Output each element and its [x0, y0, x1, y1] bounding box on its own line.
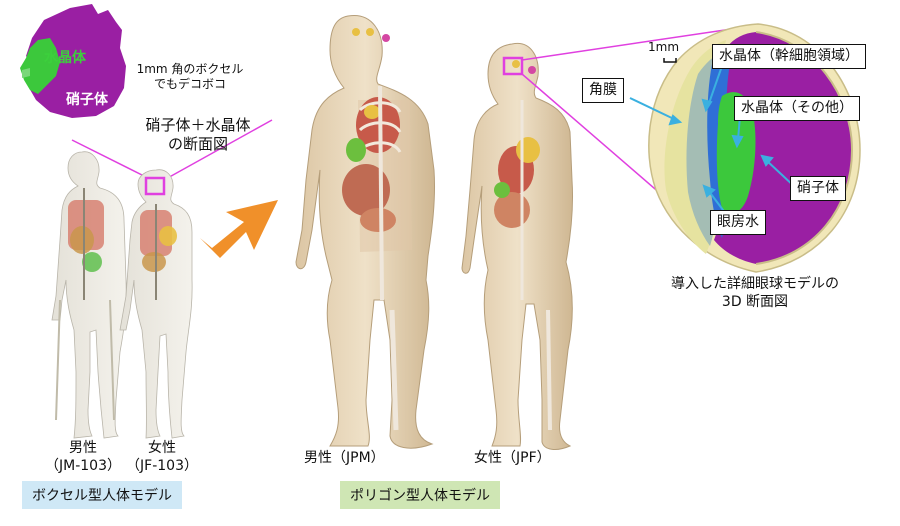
- polygon-female-label: 女性（JPF）: [474, 450, 551, 466]
- polygon-eye-highlight-box: [502, 56, 524, 76]
- inset-caption: 硝子体＋水晶体 の断面図: [108, 116, 288, 154]
- voxel-male-label-line1: 男性: [69, 440, 97, 456]
- inset-connector-line: [163, 119, 273, 181]
- eye-label-vitreous: 硝子体: [790, 176, 846, 201]
- eye-model-caption-line1: 導入した詳細眼球モデルの: [671, 276, 839, 292]
- inset-lens-label: 水晶体: [44, 50, 86, 66]
- inset-caption-line2: の断面図: [167, 134, 228, 153]
- eye-label-cornea: 角膜: [582, 78, 624, 103]
- eye-pointer-lines: [629, 65, 797, 215]
- voxel-male-figure: [51, 151, 127, 439]
- voxel-male-label: 男性 （JM-103）: [38, 440, 128, 475]
- scale-bar-label: 1mm: [648, 40, 680, 54]
- voxel-vitreous-shape: [26, 4, 126, 118]
- voxel-note-line2: でもデコボコ: [153, 77, 226, 91]
- eye-model-caption: 導入した詳細眼球モデルの 3D 断面図: [630, 276, 880, 311]
- inset-connector-line: [71, 139, 149, 179]
- eye-label-aqueous: 眼房水: [710, 210, 766, 235]
- voxel-male-label-line2: （JM-103）: [45, 457, 121, 474]
- voxel-female-label-line1: 女性: [148, 440, 176, 456]
- polygon-female-figure: [461, 42, 574, 450]
- conversion-arrow: [200, 200, 278, 258]
- voxel-lens-step: [22, 68, 30, 78]
- voxel-eye-highlight-box: [144, 176, 166, 196]
- voxel-category-badge: ボクセル型人体モデル: [22, 481, 182, 509]
- inset-vitreous-label: 硝子体: [66, 92, 108, 108]
- eye-model-caption-line2: 3D 断面図: [721, 293, 789, 310]
- eye-label-lens-stem: 水晶体（幹細胞領域）: [712, 44, 866, 69]
- eye-vitreous-body: [714, 32, 852, 264]
- voxel-female-label: 女性 （JF-103）: [114, 440, 210, 475]
- voxel-lens-shape: [20, 38, 60, 94]
- polygon-male-label: 男性（JPM）: [304, 450, 385, 466]
- voxel-female-figure: [119, 169, 193, 439]
- scale-bar-icon: [663, 58, 677, 63]
- inset-caption-line1: 硝子体＋水晶体: [145, 116, 251, 134]
- polygon-male-figure: [295, 15, 436, 449]
- voxel-note: 1mm 角のボクセル でもデコボコ: [134, 62, 246, 92]
- polygon-category-badge: ポリゴン型人体モデル: [340, 481, 500, 509]
- eye-connector-line: [521, 25, 753, 61]
- eye-label-lens-other: 水晶体（その他）: [734, 96, 860, 121]
- voxel-female-label-line2: （JF-103）: [126, 457, 198, 474]
- voxel-note-line1: 1mm 角のボクセル: [136, 62, 244, 76]
- eye-lens-other: [716, 92, 756, 214]
- voxel-eye-section: [20, 4, 126, 118]
- detailed-eye-section: [648, 23, 861, 273]
